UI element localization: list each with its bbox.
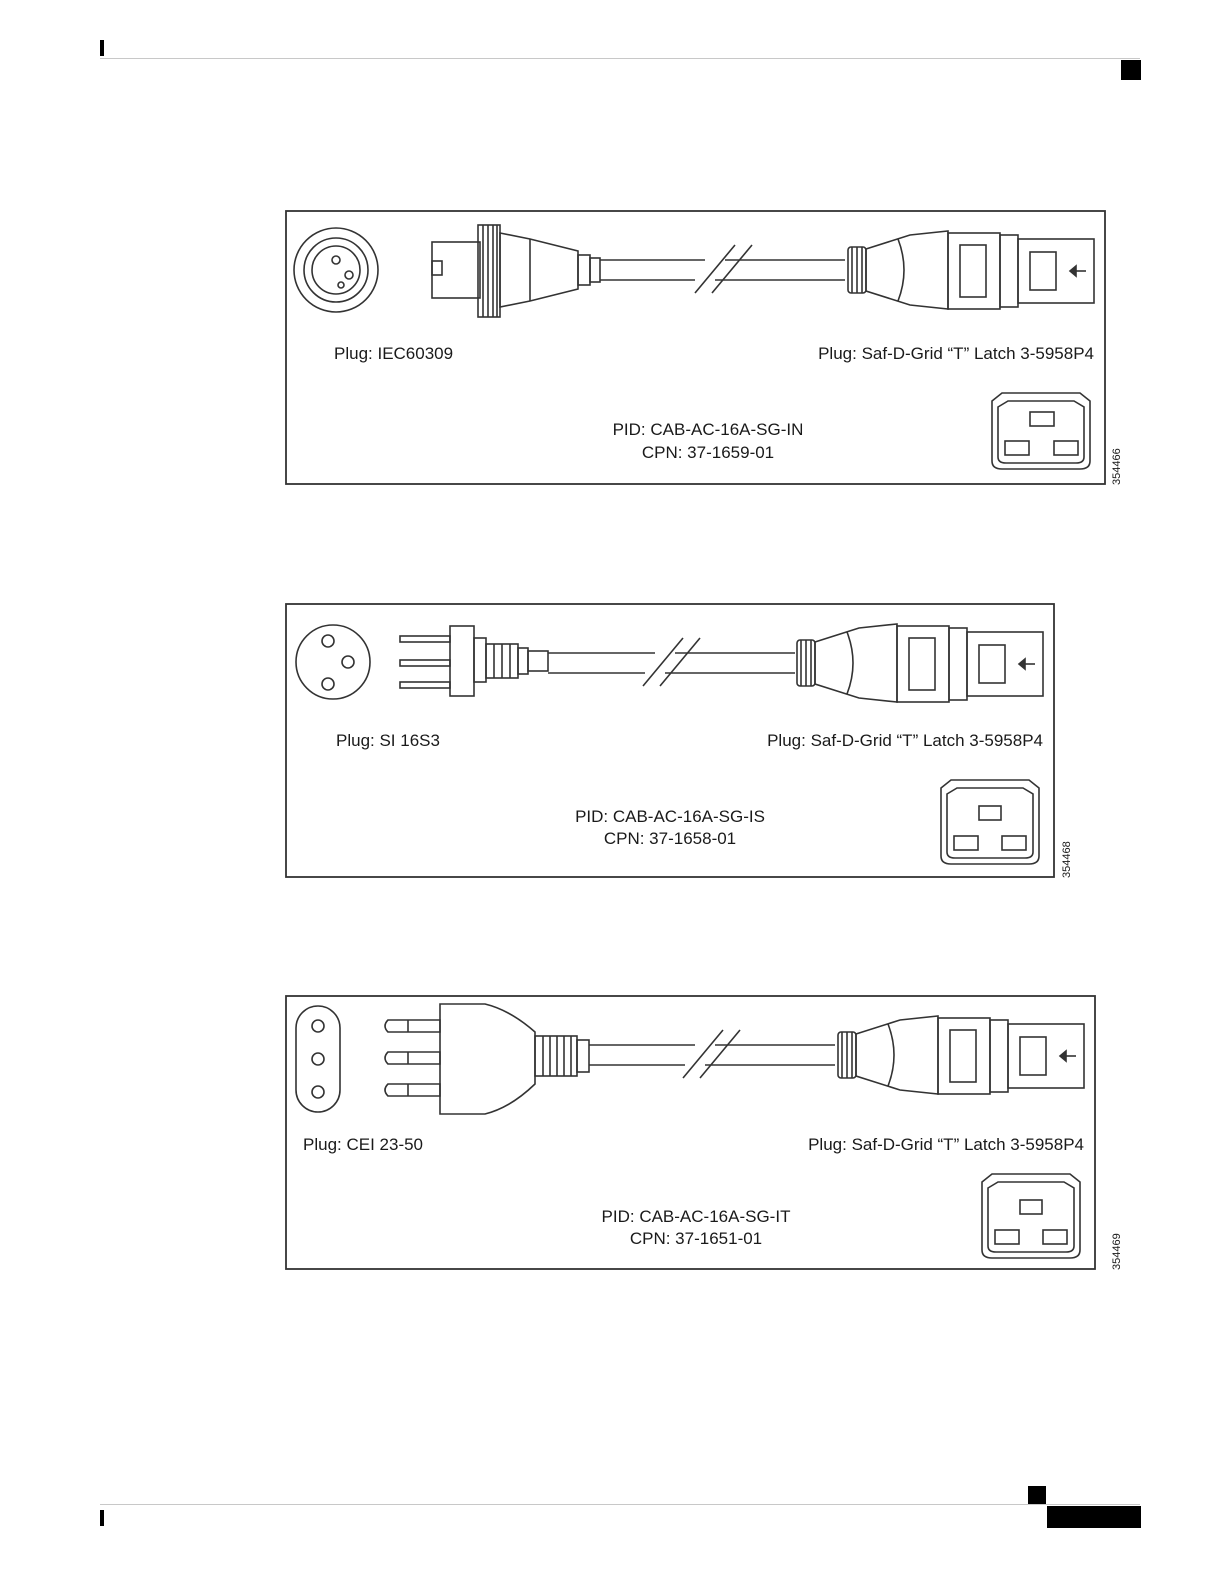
saf-d-grid-plug-face-icon: [992, 393, 1090, 469]
figure-cab-ac-16a-sg-it: Plug: CEI 23-50 Plug: Saf-D-Grid “T” Lat…: [280, 990, 1140, 1280]
footer-rule: [100, 1504, 1140, 1505]
si16s3-plug-face-icon: [296, 625, 370, 699]
right-plug-label: Plug: Saf-D-Grid “T” Latch 3-5958P4: [818, 344, 1094, 363]
cable-icon: [589, 1030, 835, 1078]
iec60309-plug-side-icon: [432, 225, 600, 317]
figure-cab-ac-16a-sg-in: Plug: IEC60309 Plug: Saf-D-Grid “T” Latc…: [280, 205, 1140, 495]
cpn-label: CPN: 37-1651-01: [630, 1229, 762, 1248]
left-plug-label: Plug: IEC60309: [334, 344, 453, 363]
art-number: 354469: [1111, 1233, 1123, 1270]
saf-d-grid-plug-side-icon: [848, 231, 1094, 309]
cpn-label: CPN: 37-1659-01: [642, 443, 774, 462]
footer-page-tab: [1047, 1506, 1141, 1528]
cable-icon: [600, 245, 845, 293]
header-margin-mark: [100, 40, 104, 56]
cei2350-plug-face-icon: [296, 1006, 340, 1112]
pid-label: PID: CAB-AC-16A-SG-IS: [575, 807, 765, 826]
saf-d-grid-plug-side-icon: [797, 624, 1043, 702]
art-number: 354468: [1061, 841, 1073, 878]
cpn-label: CPN: 37-1658-01: [604, 829, 736, 848]
cei2350-plug-side-icon: [385, 1004, 589, 1114]
left-plug-label: Plug: SI 16S3: [336, 731, 440, 750]
header-rule: [100, 58, 1140, 59]
right-plug-label: Plug: Saf-D-Grid “T” Latch 3-5958P4: [767, 731, 1043, 750]
left-plug-label: Plug: CEI 23-50: [303, 1135, 423, 1154]
saf-d-grid-plug-side-icon: [838, 1016, 1084, 1094]
si16s3-plug-side-icon: [400, 626, 548, 696]
iec60309-plug-face-icon: [294, 228, 378, 312]
header-square-marker: [1121, 60, 1141, 80]
right-plug-label: Plug: Saf-D-Grid “T” Latch 3-5958P4: [808, 1135, 1084, 1154]
footer-square-marker: [1028, 1486, 1046, 1504]
saf-d-grid-plug-face-icon: [941, 780, 1039, 864]
art-number: 354466: [1111, 448, 1123, 485]
cable-icon: [548, 638, 795, 686]
footer-margin-mark: [100, 1510, 104, 1526]
saf-d-grid-plug-face-icon: [982, 1174, 1080, 1258]
figure-cab-ac-16a-sg-is: Plug: SI 16S3 Plug: Saf-D-Grid “T” Latch…: [280, 598, 1090, 888]
pid-label: PID: CAB-AC-16A-SG-IT: [602, 1207, 791, 1226]
pid-label: PID: CAB-AC-16A-SG-IN: [613, 420, 804, 439]
